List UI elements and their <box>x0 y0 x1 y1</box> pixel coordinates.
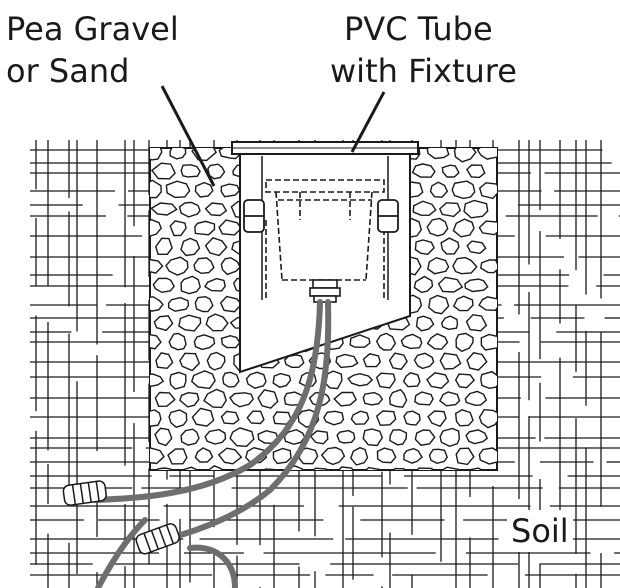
leader-tube <box>350 91 386 153</box>
cable-gland <box>309 279 341 303</box>
clamp-left <box>243 199 265 233</box>
label-pea-gravel-line2: or Sand <box>6 52 130 90</box>
wire-nut-right <box>135 523 180 555</box>
label-soil: Soil <box>507 510 573 552</box>
label-pea-gravel-line1: Pea Gravel <box>6 10 179 48</box>
wire-nut-left <box>62 480 107 506</box>
clamp-right <box>377 199 399 233</box>
label-pvc-tube: PVC Tube with Fixture <box>330 8 517 92</box>
label-pea-gravel: Pea Gravel or Sand <box>6 8 179 92</box>
cables <box>93 299 332 588</box>
fixture-body <box>265 179 385 300</box>
leader-gravel <box>160 85 216 187</box>
label-pvc-tube-line2: with Fixture <box>330 52 517 90</box>
label-pvc-tube-line1: PVC Tube <box>344 10 493 48</box>
